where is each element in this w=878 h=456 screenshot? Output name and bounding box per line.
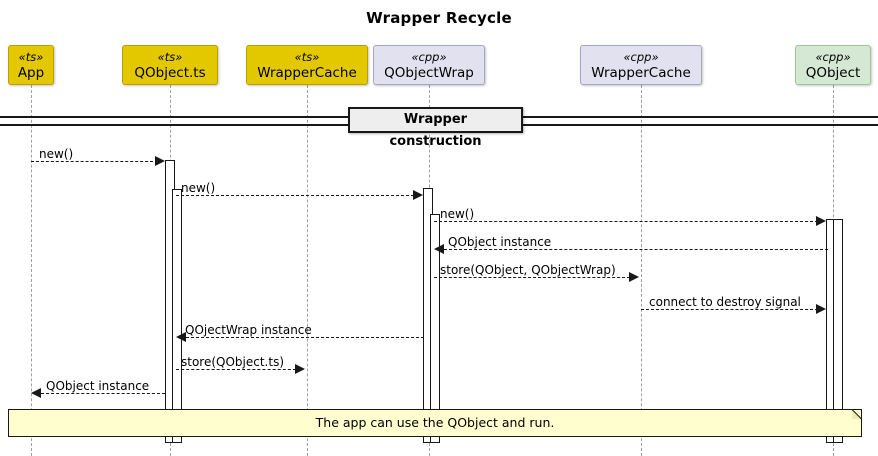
message-line-new-qobjectwrap-to-qobject [434, 221, 818, 222]
activation-bar-qobject-ts-nested [172, 189, 182, 443]
message-arrowhead-right-icon [295, 364, 305, 374]
message-line-connect-to-destroy-signal [641, 309, 818, 310]
message-line-store-qobject-ts [176, 369, 296, 370]
message-label-store-qobject-ts: store(QObject.ts) [181, 355, 285, 369]
message-arrowhead-right-icon [629, 272, 639, 282]
participant-name: QObject.ts [134, 64, 206, 81]
message-line-qobject-instance-to-app [41, 393, 165, 394]
participant-stereotype: «ts» [157, 50, 183, 64]
message-arrowhead-left-icon [31, 388, 41, 398]
note-app-can-use-qobject: The app can use the QObject and run. [8, 409, 862, 437]
participant-wrappercache-ts[interactable]: «ts» WrapperCache [246, 45, 368, 85]
participant-wrappercache-cpp[interactable]: «cpp» WrapperCache [580, 45, 702, 85]
lifeline-wrappercache-cpp [641, 85, 642, 456]
message-arrowhead-left-icon [176, 332, 186, 342]
message-label-new-app-to-qobjectts: new() [39, 147, 74, 161]
activation-bar-qobject-cpp-nested [833, 219, 843, 443]
message-label-connect-to-destroy-signal: connect to destroy signal [649, 295, 801, 309]
message-label-qobject-instance-to-app: QObject instance [46, 379, 150, 393]
participant-name: WrapperCache [257, 64, 357, 81]
message-line-qojectwrap-instance-return [186, 337, 424, 338]
message-line-new-app-to-qobjectts [31, 161, 158, 162]
participant-app[interactable]: «ts» App [8, 45, 54, 85]
message-arrowhead-right-icon [413, 190, 423, 200]
divider-label-wrapper-construction: Wrapper construction [348, 107, 523, 149]
participant-stereotype: «cpp» [623, 50, 659, 64]
message-arrowhead-right-icon [816, 304, 826, 314]
message-line-store-qobject-qobjectwrap [434, 277, 630, 278]
participant-stereotype: «ts» [294, 50, 320, 64]
participant-name: App [17, 64, 45, 81]
message-label-qobject-instance-return: QObject instance [448, 235, 552, 249]
lifeline-wrappercache-ts [307, 85, 308, 456]
message-arrowhead-right-icon [155, 156, 165, 166]
page-title: Wrapper Recycle [366, 9, 512, 27]
message-label-store-qobject-qobjectwrap: store(QObject, QObjectWrap) [440, 263, 616, 277]
note-fold-corner-icon [852, 409, 862, 419]
message-label-new-qobjectts-to-qobjectwrap: new() [181, 181, 216, 195]
lifeline-app [31, 85, 32, 456]
message-line-qobject-instance-return [444, 249, 828, 250]
message-arrowhead-right-icon [816, 216, 826, 226]
participant-name: WrapperCache [591, 64, 691, 81]
participant-qobject-ts[interactable]: «ts» QObject.ts [122, 45, 218, 85]
participant-stereotype: «cpp» [411, 50, 447, 64]
participant-stereotype: «cpp» [815, 50, 851, 64]
participant-name: QObjectWrap [384, 64, 474, 81]
message-label-new-qobjectwrap-to-qobject: new() [440, 207, 475, 221]
participant-qobject-cpp[interactable]: «cpp» QObject [795, 45, 871, 85]
message-label-qojectwrap-instance-return: QOjectWrap instance [185, 323, 312, 337]
activation-bar-qobjectwrap-nested [430, 214, 440, 443]
message-line-new-qobjectts-to-qobjectwrap [176, 195, 414, 196]
participant-stereotype: «ts» [18, 50, 44, 64]
participant-name: QObject [805, 64, 861, 81]
message-arrowhead-left-icon [434, 244, 444, 254]
participant-qobjectwrap[interactable]: «cpp» QObjectWrap [373, 45, 485, 85]
